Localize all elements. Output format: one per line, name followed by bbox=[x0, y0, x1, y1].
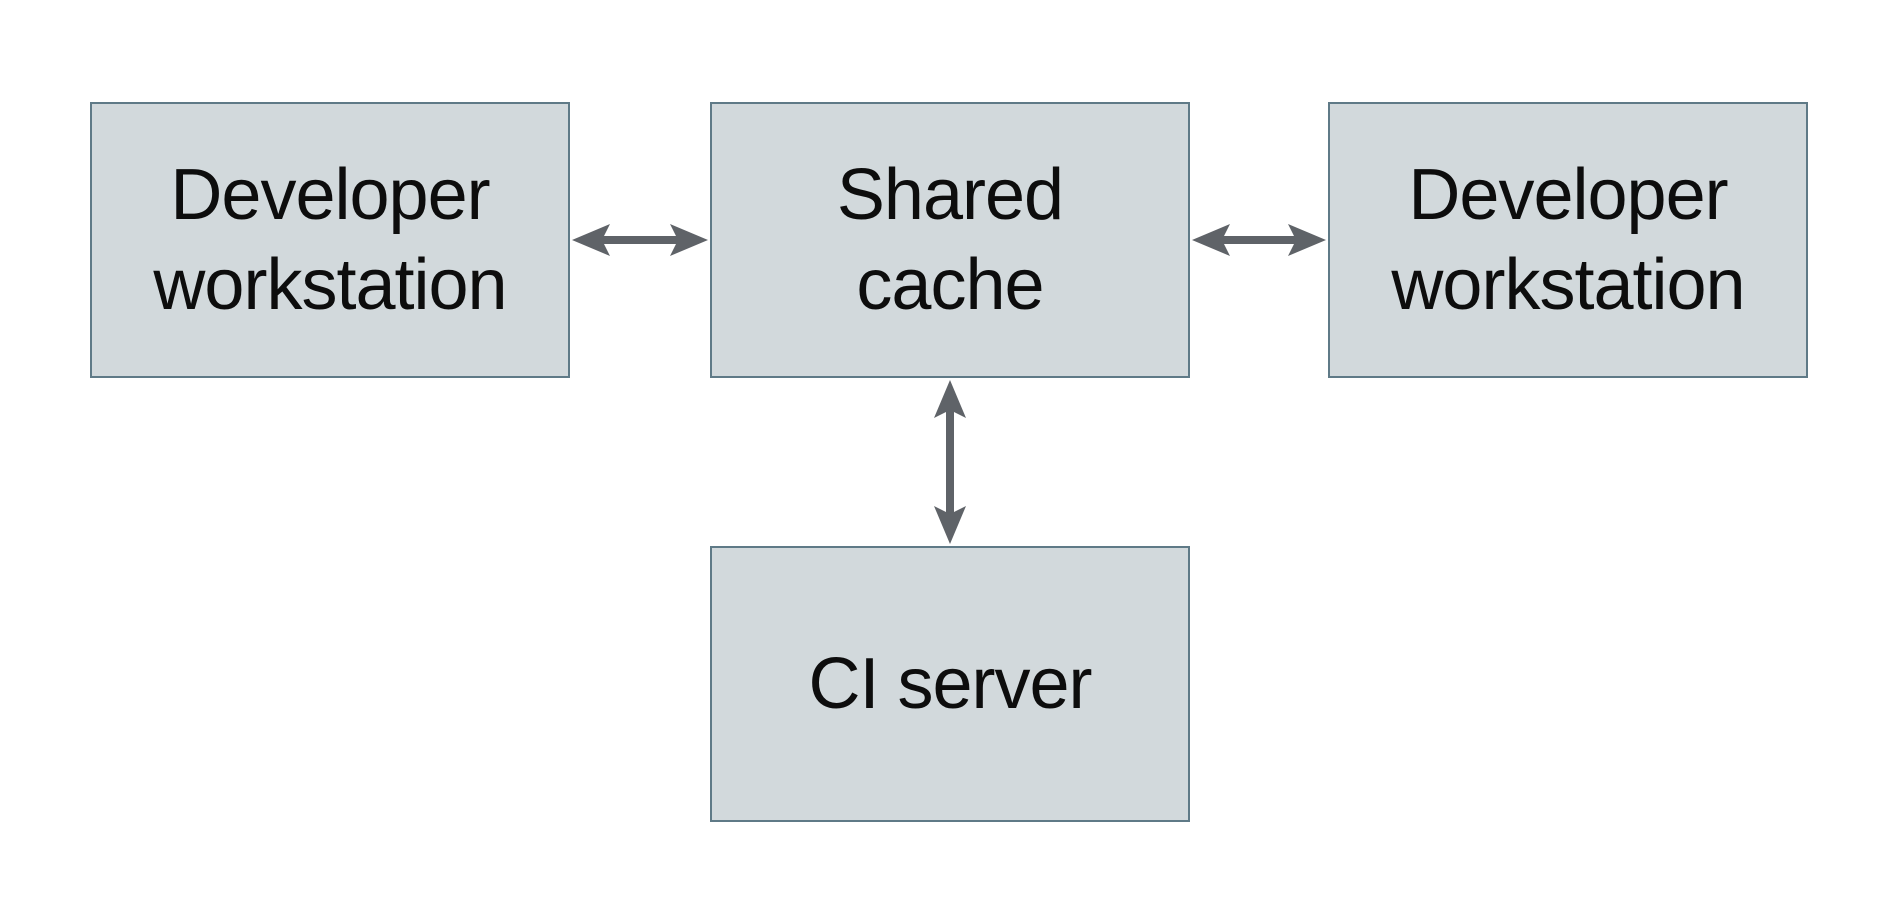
edge-left-workstation-shared-cache-arrow bbox=[572, 224, 708, 256]
node-label-line: CI server bbox=[808, 644, 1092, 724]
node-label-line: cache bbox=[856, 245, 1044, 325]
node-label-line: Shared bbox=[836, 155, 1064, 235]
node-label-line: workstation bbox=[153, 245, 507, 325]
node-shared-cache: Shared cache bbox=[710, 102, 1190, 378]
node-label-line: Developer bbox=[170, 155, 490, 235]
node-label-line: workstation bbox=[1391, 245, 1745, 325]
edge-shared-cache-ci-server-arrow bbox=[934, 380, 966, 544]
node-developer-workstation-right: Developer workstation bbox=[1328, 102, 1808, 378]
node-developer-workstation-left: Developer workstation bbox=[90, 102, 570, 378]
node-ci-server: CI server bbox=[710, 546, 1190, 822]
edge-shared-cache-right-workstation-arrow bbox=[1192, 224, 1326, 256]
node-label-line: Developer bbox=[1408, 155, 1728, 235]
